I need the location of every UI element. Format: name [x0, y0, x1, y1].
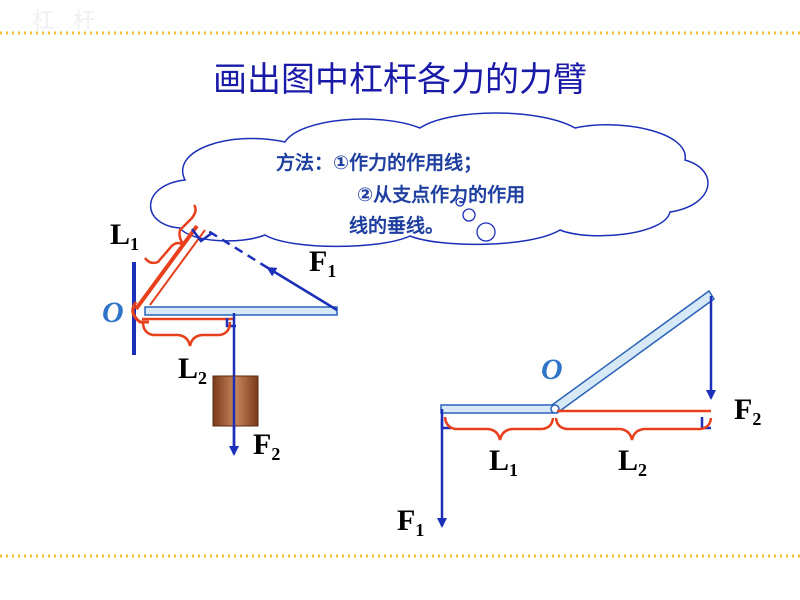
right-l1-brace	[443, 416, 555, 441]
left-right-angle-top	[191, 228, 213, 243]
left-l1-arm-edge	[149, 229, 206, 306]
thought-cloud	[149, 112, 709, 248]
method-line-1: 方法：①作力的作用线；	[276, 152, 483, 174]
right-lever-figure	[437, 289, 716, 528]
right-f1-label: F1	[397, 504, 425, 540]
right-horizontal-bar	[440, 404, 555, 414]
left-pivot-label: O	[102, 296, 124, 329]
right-right-angle-left	[440, 419, 451, 430]
right-l2-label: L2	[618, 444, 648, 480]
right-l2-brace	[554, 417, 713, 441]
right-pivot-label: O	[541, 353, 563, 386]
right-f2-label: F2	[734, 393, 762, 429]
left-f1-extension	[204, 227, 269, 270]
left-f2-label: F2	[253, 428, 281, 464]
method-line-3: 线的垂线。	[349, 215, 445, 237]
weight-block	[212, 375, 259, 427]
left-l1-label: L1	[110, 218, 140, 254]
left-f1-arrow	[266, 266, 338, 312]
left-lever-bar	[144, 306, 338, 316]
right-l1-label: L1	[489, 444, 519, 480]
left-l1-brace	[143, 204, 197, 265]
method-line-2: ②从支点作力的作用	[357, 184, 526, 206]
background-title: 杠 杆	[32, 9, 101, 34]
left-l2-label: L2	[178, 352, 208, 388]
page-title: 画出图中杠杆各力的力臂	[213, 60, 587, 100]
left-f1-label: F1	[309, 245, 337, 281]
left-lever-figure	[131, 204, 338, 456]
right-inclined-bar	[550, 289, 716, 415]
left-pivot-mark	[131, 301, 149, 324]
left-l1-arm-line	[134, 224, 199, 311]
left-l2-brace	[141, 321, 232, 347]
